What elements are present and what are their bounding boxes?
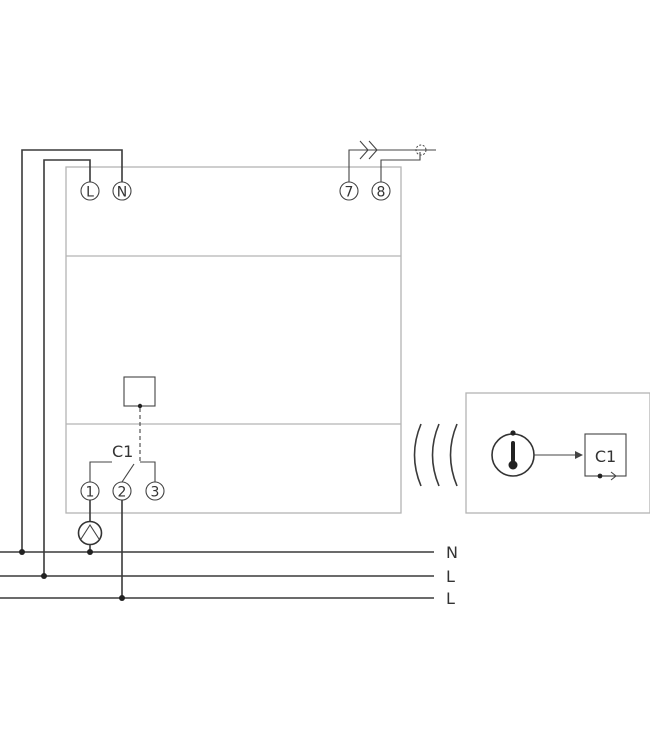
relay-coil (123, 376, 156, 407)
remote-contact-dot (597, 473, 603, 479)
relay-c1: C1 (89, 376, 156, 483)
signal-arc-2 (431, 423, 440, 487)
thermometer-stem (511, 441, 515, 462)
wire-terminal-8 (380, 152, 421, 182)
terminal-8-circle (371, 181, 391, 201)
contact-blade (121, 463, 135, 483)
feed-wires (21, 149, 123, 576)
terminal-7: 7 (339, 181, 359, 201)
connector-chevron-1 (359, 140, 369, 160)
junction-n-feed (19, 549, 25, 555)
terminal-n: N (112, 181, 132, 201)
remote-contact-c1-label: C1 (595, 447, 616, 466)
junction-l-feed (41, 573, 47, 579)
line-l-1-label: L (446, 567, 455, 586)
terminal-3-label: 3 (151, 485, 160, 501)
wireless-signal-icon (413, 423, 458, 487)
contact-wire-1 (89, 461, 112, 482)
terminal-l-label: L (86, 185, 94, 201)
signal-arrow-head (575, 451, 583, 459)
wire-n-feed (21, 149, 123, 552)
line-l-2-label: L (446, 589, 455, 608)
terminal-l-circle (80, 181, 100, 201)
terminal-3-circle (145, 481, 165, 501)
terminal-8: 8 (371, 181, 391, 201)
thermostat-dial-dot (510, 430, 516, 436)
relay-coil-dot (137, 403, 143, 409)
terminal-7-circle (339, 181, 359, 201)
signal-arc-3 (449, 423, 458, 487)
remote-unit-frame (465, 392, 650, 514)
thermometer-icon (508, 441, 518, 470)
pump-load (77, 500, 123, 598)
contact-wire-3 (140, 461, 156, 482)
connector-chevron-2 (368, 140, 378, 160)
terminal-8-label: 8 (377, 185, 386, 201)
contact-c1-label: C1 (112, 442, 133, 461)
supply-lines: N L L (0, 543, 458, 608)
terminal-7-label: 7 (345, 185, 354, 201)
terminal-1: 1 (80, 481, 100, 501)
wire-terminal-7 (348, 149, 384, 182)
thermometer-bulb (508, 460, 518, 470)
terminal-3: 3 (145, 481, 165, 501)
terminal-n-label: N (117, 185, 127, 201)
probe-sensor-icon (415, 144, 427, 156)
terminal-2: 2 (112, 481, 132, 501)
pump-icon-symbol (80, 523, 100, 540)
junction-l-output (119, 595, 125, 601)
terminal-n-circle (112, 181, 132, 201)
remote-contact-arrow (610, 471, 617, 481)
terminal-l: L (80, 181, 100, 201)
remote-unit: C1 (465, 392, 650, 514)
terminal-2-label: 2 (118, 485, 127, 501)
terminal-1-label: 1 (86, 485, 95, 501)
main-unit-frame (65, 166, 402, 514)
junction-n-pump (87, 549, 93, 555)
main-unit (65, 166, 402, 514)
signal-arc-1 (413, 423, 422, 487)
line-n-label: N (446, 543, 458, 562)
probe-connection (348, 140, 436, 182)
wire-l-feed (43, 159, 91, 576)
